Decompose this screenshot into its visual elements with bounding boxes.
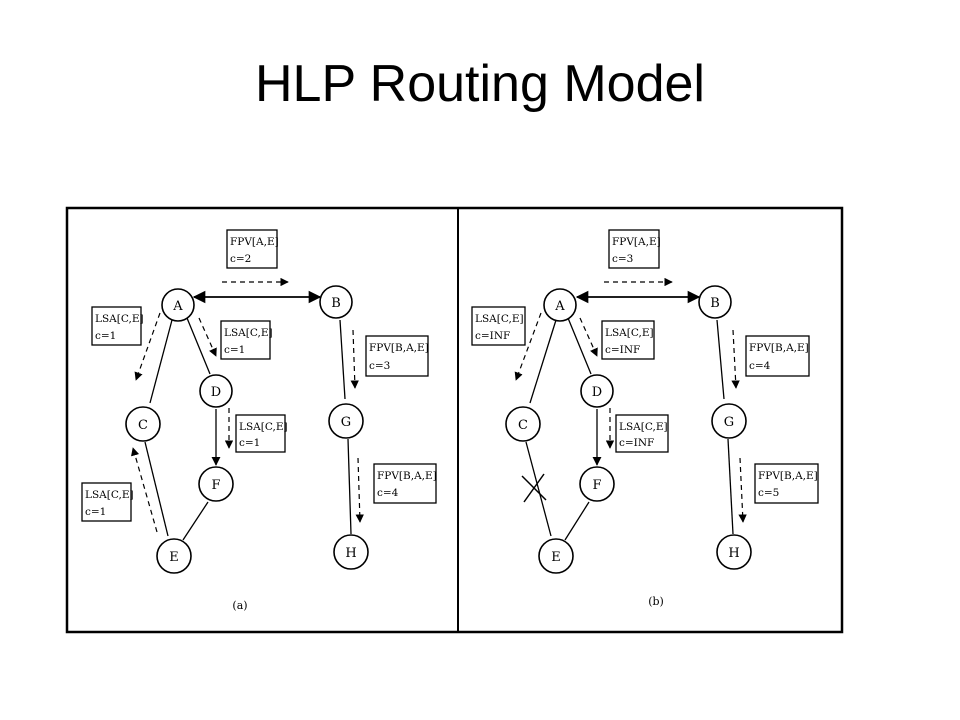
- node-c-panel-a: C: [125, 406, 161, 442]
- svg-text:F: F: [211, 478, 220, 493]
- svg-text:C: C: [518, 418, 528, 433]
- svg-text:LSA[C,E]: LSA[C,E]: [605, 327, 654, 339]
- message-box-lsa-a-d: LSA[C,E] c=INF: [601, 320, 655, 360]
- node-c-panel-b: C: [505, 406, 541, 442]
- node-d-panel-a: D: [199, 374, 233, 408]
- svg-text:c=INF: c=INF: [605, 344, 640, 356]
- svg-text:B: B: [710, 296, 720, 311]
- panel-b-caption: (b): [648, 595, 664, 608]
- node-e-panel-b: E: [538, 538, 574, 574]
- message-box-fpv-g-h: FPV[B,A,E] c=5: [754, 463, 819, 504]
- message-box-fpv-a-e: FPV[A,E] c=2: [226, 229, 279, 269]
- svg-text:LSA[C,E]: LSA[C,E]: [239, 421, 288, 433]
- node-d-panel-b: D: [580, 374, 614, 408]
- svg-text:C: C: [138, 418, 148, 433]
- message-box-fpv-b-g: FPV[B,A,E] c=4: [745, 335, 810, 377]
- message-box-fpv-b-g: FPV[B,A,E] c=3: [365, 335, 429, 377]
- svg-text:FPV[B,A,E]: FPV[B,A,E]: [749, 342, 809, 354]
- panel-a: A B C D E F G H FPV[A,E]c=2 LSA[C,E]c=1 …: [81, 229, 437, 612]
- node-g-panel-b: G: [711, 403, 747, 439]
- node-a-panel-a: A: [161, 288, 195, 322]
- svg-text:FPV[B,A,E]: FPV[B,A,E]: [758, 470, 818, 482]
- node-g-panel-a: G: [328, 403, 364, 439]
- svg-text:c=1: c=1: [95, 330, 116, 342]
- node-b-panel-a: B: [319, 285, 353, 319]
- svg-text:H: H: [345, 546, 356, 561]
- svg-text:c=1: c=1: [224, 344, 245, 356]
- link-failure-mark: [521, 473, 547, 503]
- node-b-panel-b: B: [698, 285, 732, 319]
- svg-text:D: D: [211, 385, 221, 400]
- node-f-panel-b: F: [579, 466, 615, 502]
- panel-a-caption: (a): [232, 599, 247, 612]
- svg-text:c=INF: c=INF: [475, 330, 510, 342]
- node-a-panel-b: A: [543, 288, 577, 322]
- svg-text:LSA[C,E]: LSA[C,E]: [475, 313, 524, 325]
- svg-text:c=1: c=1: [239, 437, 260, 449]
- node-f-panel-a: F: [198, 466, 234, 502]
- svg-text:E: E: [169, 550, 179, 565]
- svg-text:E: E: [551, 550, 561, 565]
- svg-text:c=3: c=3: [612, 253, 633, 265]
- panel-b: A B C D E F G H FPV[A,E] c=3 LSA[C,E] c=IN…: [471, 229, 819, 608]
- message-box-lsa-left: LSA[C,E] c=INF: [471, 306, 526, 346]
- message-box-lsa-d-f: LSA[C,E] c=1: [235, 414, 288, 453]
- slide-title: HLP Routing Model: [255, 55, 705, 113]
- svg-text:A: A: [554, 299, 565, 314]
- message-box-lsa-left: LSA[C,E] c=1: [91, 306, 144, 346]
- svg-text:c=5: c=5: [758, 487, 779, 499]
- svg-text:LSA[C,E]: LSA[C,E]: [619, 421, 668, 433]
- svg-text:FPV[B,A,E]: FPV[B,A,E]: [369, 342, 429, 354]
- svg-text:c=3: c=3: [369, 360, 390, 372]
- node-e-panel-a: E: [156, 538, 192, 574]
- svg-text:c=2: c=2: [230, 253, 251, 265]
- svg-text:FPV[A,E]: FPV[A,E]: [612, 236, 661, 248]
- svg-text:G: G: [724, 415, 734, 430]
- message-box-fpv-g-h: FPV[B,A,E] c=4: [373, 463, 437, 504]
- svg-text:LSA[C,E]: LSA[C,E]: [224, 327, 273, 339]
- svg-text:c=1: c=1: [85, 506, 106, 518]
- svg-text:c=4: c=4: [749, 360, 771, 372]
- node-h-panel-b: H: [716, 534, 752, 570]
- message-box-lsa-e-c: LSA[C,E] c=1: [81, 482, 134, 522]
- svg-text:c=4: c=4: [377, 487, 399, 499]
- svg-text:G: G: [341, 415, 351, 430]
- svg-text:H: H: [728, 546, 739, 561]
- svg-text:B: B: [331, 296, 341, 311]
- svg-text:c=INF: c=INF: [619, 437, 654, 449]
- message-box-lsa-d-f: LSA[C,E] c=INF: [615, 414, 669, 453]
- svg-text:A: A: [172, 299, 183, 314]
- svg-text:LSA[C,E]: LSA[C,E]: [85, 489, 134, 501]
- svg-text:D: D: [592, 385, 602, 400]
- node-h-panel-a: H: [333, 534, 369, 570]
- svg-text:FPV[A,E]: FPV[A,E]: [230, 236, 279, 248]
- svg-text:FPV[B,A,E]: FPV[B,A,E]: [377, 470, 437, 482]
- svg-text:LSA[C,E]: LSA[C,E]: [95, 313, 144, 325]
- svg-text:F: F: [592, 478, 601, 493]
- message-box-lsa-a-d: LSA[C,E] c=1: [220, 320, 273, 360]
- message-box-fpv-a-e: FPV[A,E] c=3: [608, 229, 661, 269]
